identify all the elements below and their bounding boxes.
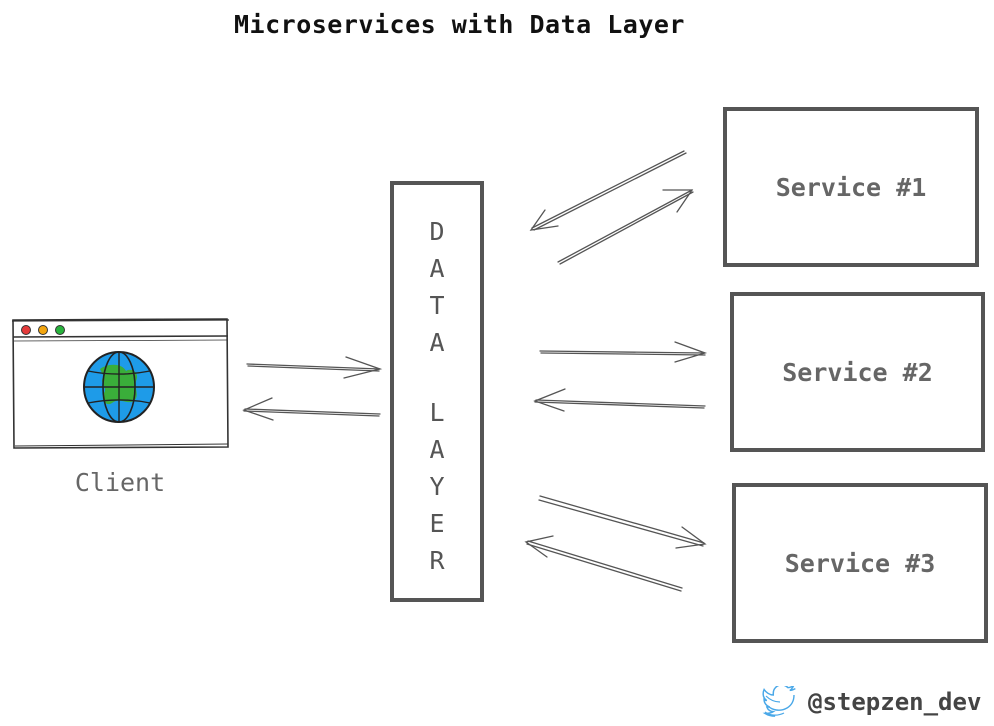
service-2-box: Service #2 (730, 292, 985, 452)
diagram-title: Microservices with Data Layer (234, 10, 685, 39)
data-layer-letter: R (429, 546, 445, 575)
arrow-service2-to-datalayer (533, 388, 706, 412)
arrow-datalayer-to-service3 (538, 495, 707, 549)
data-layer-letter: Y (429, 472, 445, 501)
service-1-box: Service #1 (723, 107, 979, 267)
service-1-label: Service #1 (775, 172, 927, 202)
data-layer-letter: L (429, 398, 445, 427)
window-maximize-dot (55, 325, 65, 335)
data-layer-letter: D (429, 217, 445, 246)
arrow-datalayer-to-client (242, 397, 381, 421)
service-3-label: Service #3 (784, 548, 936, 578)
globe-icon (83, 351, 155, 423)
arrow-datalayer-to-service2 (539, 341, 708, 363)
data-layer-box: D A T A L A Y E R (390, 181, 484, 602)
service-3-box: Service #3 (732, 483, 988, 643)
service-2-label: Service #2 (782, 357, 933, 387)
data-layer-letter: A (429, 435, 445, 464)
data-layer-letter: E (429, 509, 445, 538)
data-layer-letter: A (429, 254, 445, 283)
data-layer-letter: A (429, 328, 445, 357)
client-browser-icon (11, 318, 230, 449)
client-label: Client (74, 468, 166, 497)
arrow-client-to-datalayer (246, 356, 383, 379)
arrow-service1-to-datalayer (529, 150, 687, 231)
arrow-datalayer-to-service1 (557, 189, 694, 265)
footer-handle[interactable]: @stepzen_dev (808, 688, 982, 716)
arrow-service3-to-datalayer (524, 535, 683, 592)
window-close-dot (21, 325, 31, 335)
window-minimize-dot (38, 325, 48, 335)
data-layer-letter: T (429, 291, 445, 320)
twitter-bird-icon (762, 686, 796, 717)
